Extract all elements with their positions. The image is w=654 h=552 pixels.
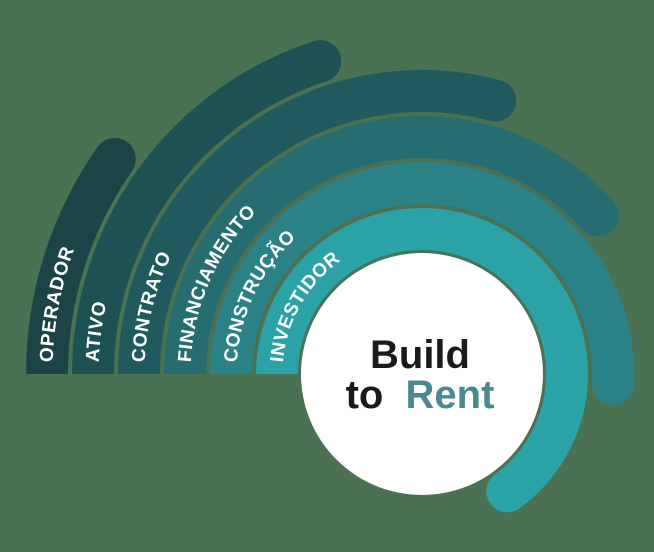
- center-title-line2-prefix: to: [346, 373, 384, 417]
- ring-endcap-financiamento: [577, 194, 620, 237]
- center-title-line2: to Rent: [346, 373, 495, 417]
- center-title-line1: Build: [370, 333, 470, 377]
- ring-endcap-operador: [93, 137, 136, 180]
- ring-endcap-investidor: [486, 470, 529, 513]
- rings-layer: OPERADORATIVOCONTRATOFINANCIAMENTOCONSTR…: [26, 40, 634, 513]
- ring-arc-operador: [26, 146, 133, 375]
- ring-arc-investidor: [256, 208, 588, 509]
- center-circle: [301, 253, 543, 495]
- center-title-line2-accent: Rent: [406, 373, 495, 417]
- ring-endcap-construcao: [591, 362, 634, 405]
- ring-endcap-ativo: [299, 40, 342, 83]
- ring-arc-financiamento: [164, 116, 614, 375]
- ring-arc-contrato: [118, 70, 501, 375]
- ring-arc-construcao: [210, 162, 634, 386]
- ring-endcap-contrato: [474, 79, 517, 122]
- ring-arc-ativo: [72, 41, 327, 375]
